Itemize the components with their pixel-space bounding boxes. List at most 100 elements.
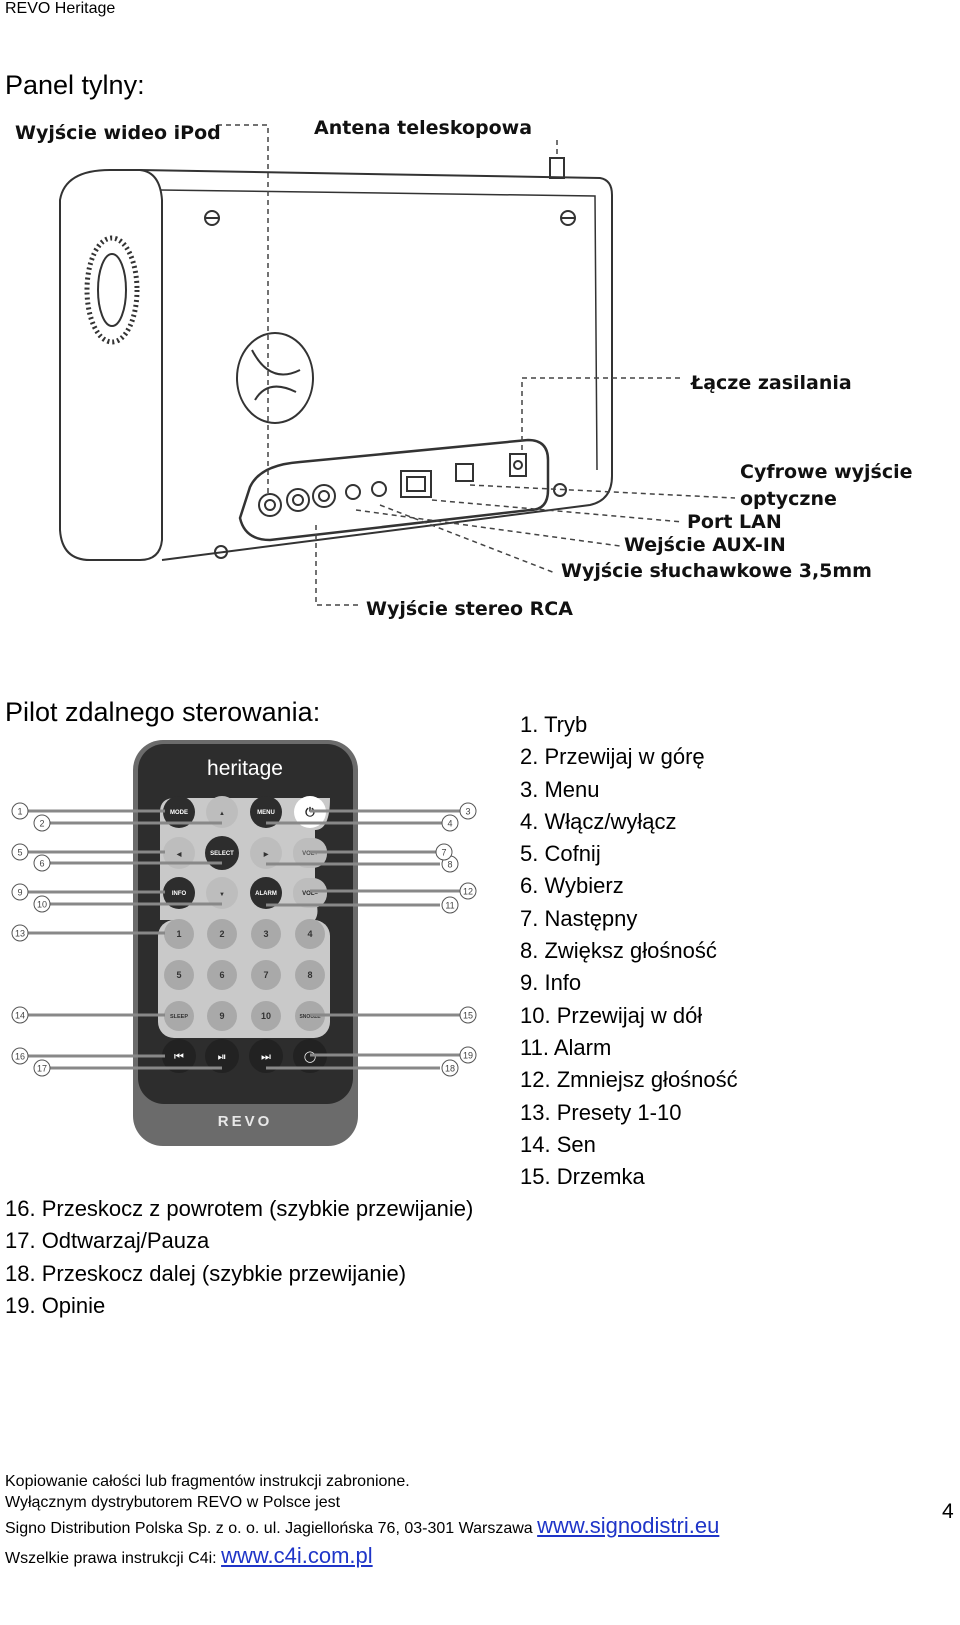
screw-icon xyxy=(214,545,228,559)
callout-marker xyxy=(33,1059,51,1077)
callout-marker xyxy=(435,843,453,861)
preset-4-button xyxy=(295,919,325,949)
callout-marker xyxy=(441,814,459,832)
screw-icon xyxy=(553,483,567,497)
footer-line-1: Kopiowanie całości lub fragmentów instru… xyxy=(5,1473,410,1490)
label-ipod-video-out: Wyjście wideo iPod xyxy=(15,122,221,144)
callout-marker xyxy=(11,843,29,861)
info-button xyxy=(163,877,195,909)
lan-port-icon xyxy=(400,470,432,498)
svg-text:▼: ▼ xyxy=(219,892,225,898)
preset-8-button xyxy=(295,960,325,990)
svg-text:⏭: ⏭ xyxy=(261,1050,271,1063)
legend-item: 11. Alarm xyxy=(520,1034,612,1060)
svg-text:5: 5 xyxy=(176,970,181,980)
sleep-button xyxy=(164,1001,194,1031)
label-rca-out: Wyjście stereo RCA xyxy=(366,598,573,620)
rca-jack-icon xyxy=(286,488,310,512)
svg-text:ALARM: ALARM xyxy=(255,891,277,897)
callout-marker xyxy=(33,814,51,832)
preset-1-button xyxy=(164,919,194,949)
rear-panel-diagram xyxy=(59,124,736,606)
footer-address: Signo Distribution Polska Sp. z o. o. ul… xyxy=(5,1520,533,1537)
legend-item: 14. Sen xyxy=(520,1131,596,1157)
screw-icon xyxy=(204,210,220,226)
footer-line-4: Wszelkie prawa instrukcji C4i: www.c4i.c… xyxy=(5,1543,373,1569)
bass-port xyxy=(236,332,314,424)
callout-number: 15 xyxy=(463,1011,473,1021)
svg-text:SLEEP: SLEEP xyxy=(170,1014,188,1020)
svg-text:6: 6 xyxy=(219,970,224,980)
callout-marker xyxy=(11,802,29,820)
svg-text:MODE: MODE xyxy=(170,810,188,816)
svg-text:1: 1 xyxy=(176,929,181,939)
speaker-grille xyxy=(84,235,140,345)
callout-number: 2 xyxy=(39,819,44,829)
callout-marker xyxy=(459,882,477,900)
up-button xyxy=(206,796,238,828)
legend-item: 19. Opinie xyxy=(5,1292,106,1318)
callout-number: 7 xyxy=(441,848,446,858)
legend-item: 12. Zmniejsz głośność xyxy=(520,1067,738,1093)
label-aux-in: Wejście AUX-IN xyxy=(624,534,786,556)
svg-text:SNOOZE: SNOOZE xyxy=(299,1014,321,1020)
legend-item: 13. Presety 1-10 xyxy=(520,1099,682,1125)
remote-diagram: heritage REVO MODE ▲ MENU ⏻ ◀ SELECT ▶ V… xyxy=(11,740,477,1146)
svg-text:VOL+: VOL+ xyxy=(302,851,318,857)
callout-marker xyxy=(11,1047,29,1065)
preset-7-button xyxy=(251,960,281,990)
rear-panel-title: Panel tylny: xyxy=(5,70,145,100)
legend-item: 4. Włącz/wyłącz xyxy=(520,808,677,834)
down-button xyxy=(206,877,238,909)
svg-text:3: 3 xyxy=(263,929,268,939)
svg-text:▲: ▲ xyxy=(219,811,225,817)
preset-6-button xyxy=(207,960,237,990)
callout-number: 5 xyxy=(17,848,22,858)
cabinet-back xyxy=(139,169,613,561)
signodistri-link[interactable]: www.signodistri.eu xyxy=(537,1513,720,1538)
cabinet-side xyxy=(59,169,163,561)
callout-number: 13 xyxy=(15,929,25,939)
callout-marker xyxy=(33,895,51,913)
remote-logo: REVO xyxy=(218,1113,273,1130)
headphone-jack-icon xyxy=(371,481,387,497)
legend-item: 5. Cofnij xyxy=(520,841,601,867)
callout-number: 19 xyxy=(463,1051,473,1061)
svg-text:10: 10 xyxy=(261,1011,271,1021)
callout-number: 17 xyxy=(37,1064,47,1074)
legend-item: 10. Przewijaj w dół xyxy=(520,1002,703,1028)
callout-number: 1 xyxy=(17,807,22,817)
legend-item: 1. Tryb xyxy=(520,712,588,737)
callout-number: 14 xyxy=(15,1011,25,1021)
power-port-icon xyxy=(509,453,527,477)
antenna-icon xyxy=(549,157,565,179)
legend-item: 18. Przeskocz dalej (szybkie przewijanie… xyxy=(5,1260,407,1286)
svg-text:2: 2 xyxy=(219,929,224,939)
page-number: 4 xyxy=(942,1500,954,1523)
prev-button xyxy=(162,1039,196,1073)
callout-marker xyxy=(11,883,29,901)
callout-marker xyxy=(11,1006,29,1024)
playpause-button xyxy=(205,1039,239,1073)
callout-marker xyxy=(11,924,29,942)
callout-marker xyxy=(459,802,477,820)
callout-marker xyxy=(459,1006,477,1024)
svg-text:7: 7 xyxy=(263,970,268,980)
legend-item: 15. Drzemka xyxy=(520,1164,645,1190)
connector-panel xyxy=(238,438,550,542)
rca-jack-icon xyxy=(258,493,282,517)
mode-button xyxy=(163,796,195,828)
c4i-link[interactable]: www.c4i.com.pl xyxy=(221,1543,373,1568)
label-optical-out-line1: Cyfrowe wyjście xyxy=(740,461,913,483)
preset-2-button xyxy=(207,919,237,949)
left-button xyxy=(163,837,195,869)
legend-item: 6. Wybierz xyxy=(520,873,624,899)
svg-text:⏯: ⏯ xyxy=(218,1050,227,1063)
callout-number: 11 xyxy=(445,901,454,911)
next-button xyxy=(249,1039,283,1073)
svg-text:9: 9 xyxy=(219,1011,224,1021)
right-button xyxy=(250,837,282,869)
preset-5-button xyxy=(164,960,194,990)
legend-item: 8. Zwiększ głośność xyxy=(520,938,717,964)
label-power-connector: Łącze zasilania xyxy=(691,372,852,394)
